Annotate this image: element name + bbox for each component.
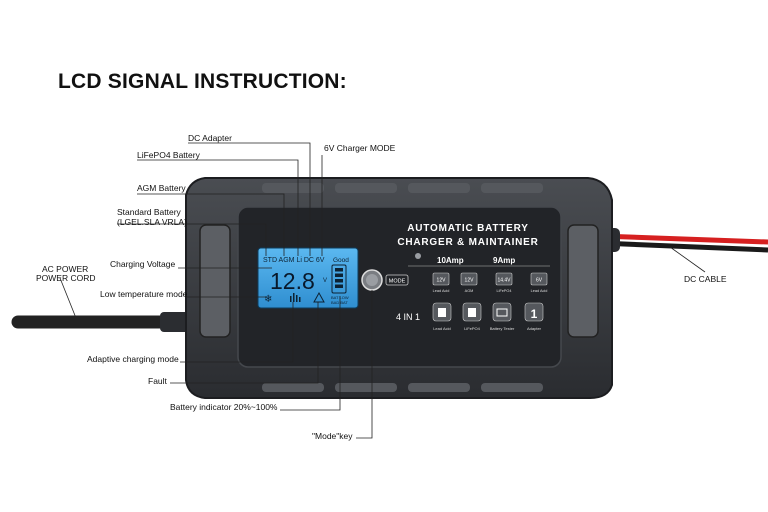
label-fault: Fault	[148, 376, 167, 386]
label-ac-line2: POWER CORD	[36, 273, 96, 283]
label-mode-key: "Mode"key	[312, 431, 353, 441]
label-standard-line1: Standard Battery	[117, 207, 181, 217]
lcd-good: Good	[333, 257, 349, 264]
label-dc-adapter: DC Adapter	[188, 133, 232, 143]
indicator-led	[415, 253, 421, 259]
snowflake-icon: ❄	[264, 294, 272, 305]
function-label-2: LiFePO4	[464, 326, 481, 331]
function-label-4: Adapter	[527, 326, 542, 331]
label-dc-cable: DC CABLE	[684, 274, 727, 284]
brand-line2: CHARGER & MAINTAINER	[397, 237, 538, 248]
label-standard-line2: (LGEL.SLA VRLA)	[117, 217, 187, 227]
right-grip	[567, 224, 599, 338]
bar-graph-icon	[290, 293, 301, 302]
svg-text:1: 1	[531, 307, 538, 321]
page-title: LCD SIGNAL INSTRUCTION:	[58, 70, 347, 93]
brand-line1: AUTOMATIC BATTERY	[407, 223, 529, 234]
mode-name-1: Lead Acid	[433, 289, 450, 293]
label-battery-indicator: Battery indicator 20%~100%	[170, 402, 278, 412]
left-grip	[199, 224, 231, 338]
mode-volt-2: 12V	[465, 278, 475, 284]
mode-name-3: LiFePO4	[497, 289, 512, 293]
mode-icons	[432, 272, 548, 286]
leader-lines	[59, 142, 706, 439]
label-agm: AGM Battery	[137, 183, 186, 193]
label-6v-mode: 6V Charger MODE	[324, 143, 396, 153]
function-label-1: Lead Acid	[433, 326, 451, 331]
mode-label-box	[385, 274, 409, 286]
dc-cable-black	[599, 240, 768, 253]
label-charging-voltage: Charging Voltage	[110, 259, 176, 269]
amp-10-label: 10Amp	[437, 256, 464, 265]
lcd-voltage: 12.8	[270, 268, 315, 294]
dc-cable-red	[599, 233, 768, 245]
mode-name-4: Lead Acid	[531, 289, 548, 293]
lcd-mode-row: STD AGM Li DC 6V	[263, 257, 325, 264]
mode-volt-3: 14.4V	[497, 278, 511, 284]
label-adaptive: Adaptive charging mode	[87, 354, 179, 364]
front-panel	[237, 206, 562, 368]
four-in-one-label: 4 IN 1	[396, 312, 420, 322]
mode-label: MODE	[389, 279, 406, 285]
function-label-3: Battery Tester	[490, 326, 515, 331]
mode-name-2: AGM	[465, 289, 474, 293]
mode-volt-1: 12V	[437, 278, 447, 284]
lcd-battery-gauge	[331, 264, 347, 294]
warning-icon	[313, 291, 325, 303]
label-lifepo4: LiFePO4 Battery	[137, 150, 200, 160]
label-ac-line1: AC POWER	[42, 264, 89, 274]
amp-9-label: 9Amp	[493, 256, 515, 265]
function-icons: 1	[432, 302, 544, 322]
label-low-temperature: Low temperature mode	[100, 289, 188, 299]
mode-volt-4: 6V	[536, 278, 543, 284]
lcd-units: V	[323, 278, 327, 284]
